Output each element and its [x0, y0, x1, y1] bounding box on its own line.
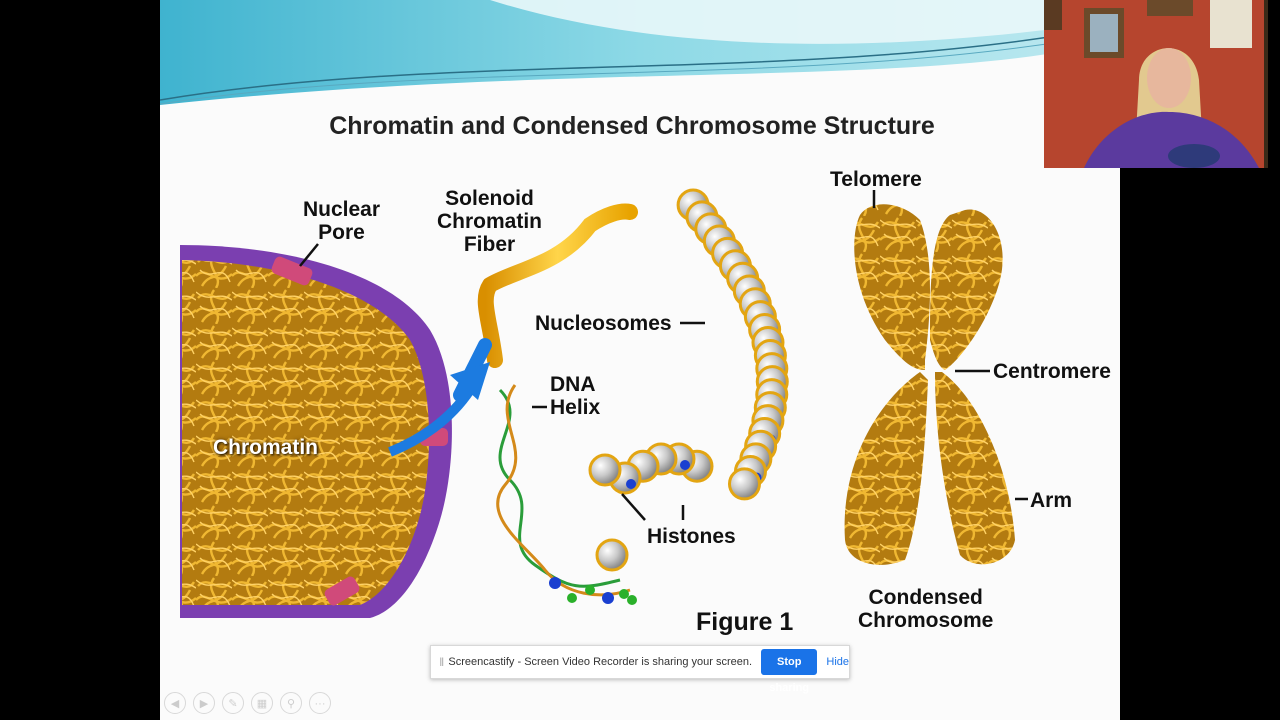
webcam-overlay	[1044, 0, 1268, 168]
label-arm: Arm	[1030, 489, 1073, 512]
slide-banner	[160, 0, 1120, 105]
presenter-video	[1044, 0, 1268, 168]
histone-tail	[626, 479, 636, 489]
label-nuclear-pore: Nuclear Pore	[303, 198, 381, 244]
label-centromere: Centromere	[993, 360, 1111, 383]
presentation-slide: Chromatin and Condensed Chromosome Struc…	[160, 0, 1120, 720]
slideshow-controls: ◀ ▶ ✎ ▦ ⚲ ···	[164, 692, 331, 716]
label-condensed-chromosome: Condensed Chromosome	[858, 586, 994, 632]
chromatin-figure	[180, 188, 1028, 618]
sharing-message: Screencastify - Screen Video Recorder is…	[448, 656, 753, 668]
solenoid-fiber-illustration	[388, 188, 789, 572]
nucleosome-bead	[727, 467, 761, 501]
label-telomere: Telomere	[830, 168, 922, 191]
label-figure: Figure 1	[696, 608, 794, 636]
more-icon[interactable]: ···	[309, 692, 331, 714]
nucleosome-bead	[595, 538, 629, 572]
next-icon[interactable]: ▶	[193, 692, 215, 714]
drag-handle-icon[interactable]: ‖	[439, 655, 445, 669]
pen-icon[interactable]: ✎	[222, 692, 244, 714]
histone-tail	[680, 459, 690, 470]
dna-helix-illustration	[496, 384, 685, 605]
zoom-icon[interactable]: ⚲	[280, 692, 302, 714]
label-chromatin: Chromatin	[213, 436, 318, 459]
chromosome-illustration	[844, 190, 1028, 565]
label-dna-helix: DNA Helix	[550, 373, 601, 419]
nucleosome-bead	[588, 453, 622, 487]
stop-sharing-button[interactable]: Stop sharing	[761, 649, 818, 694]
label-histones: Histones	[647, 525, 736, 548]
label-solenoid-fiber: Solenoid Chromatin Fiber	[437, 187, 542, 256]
screen-sharing-bar: ‖ Screencastify - Screen Video Recorder …	[430, 645, 850, 694]
nucleus-illustration	[180, 243, 452, 618]
previous-icon[interactable]: ◀	[164, 692, 186, 714]
slides-icon[interactable]: ▦	[251, 692, 273, 714]
slide-title: Chromatin and Condensed Chromosome Struc…	[329, 112, 935, 140]
hide-button[interactable]: Hide	[826, 656, 849, 668]
label-nucleosomes: Nucleosomes	[535, 312, 672, 335]
